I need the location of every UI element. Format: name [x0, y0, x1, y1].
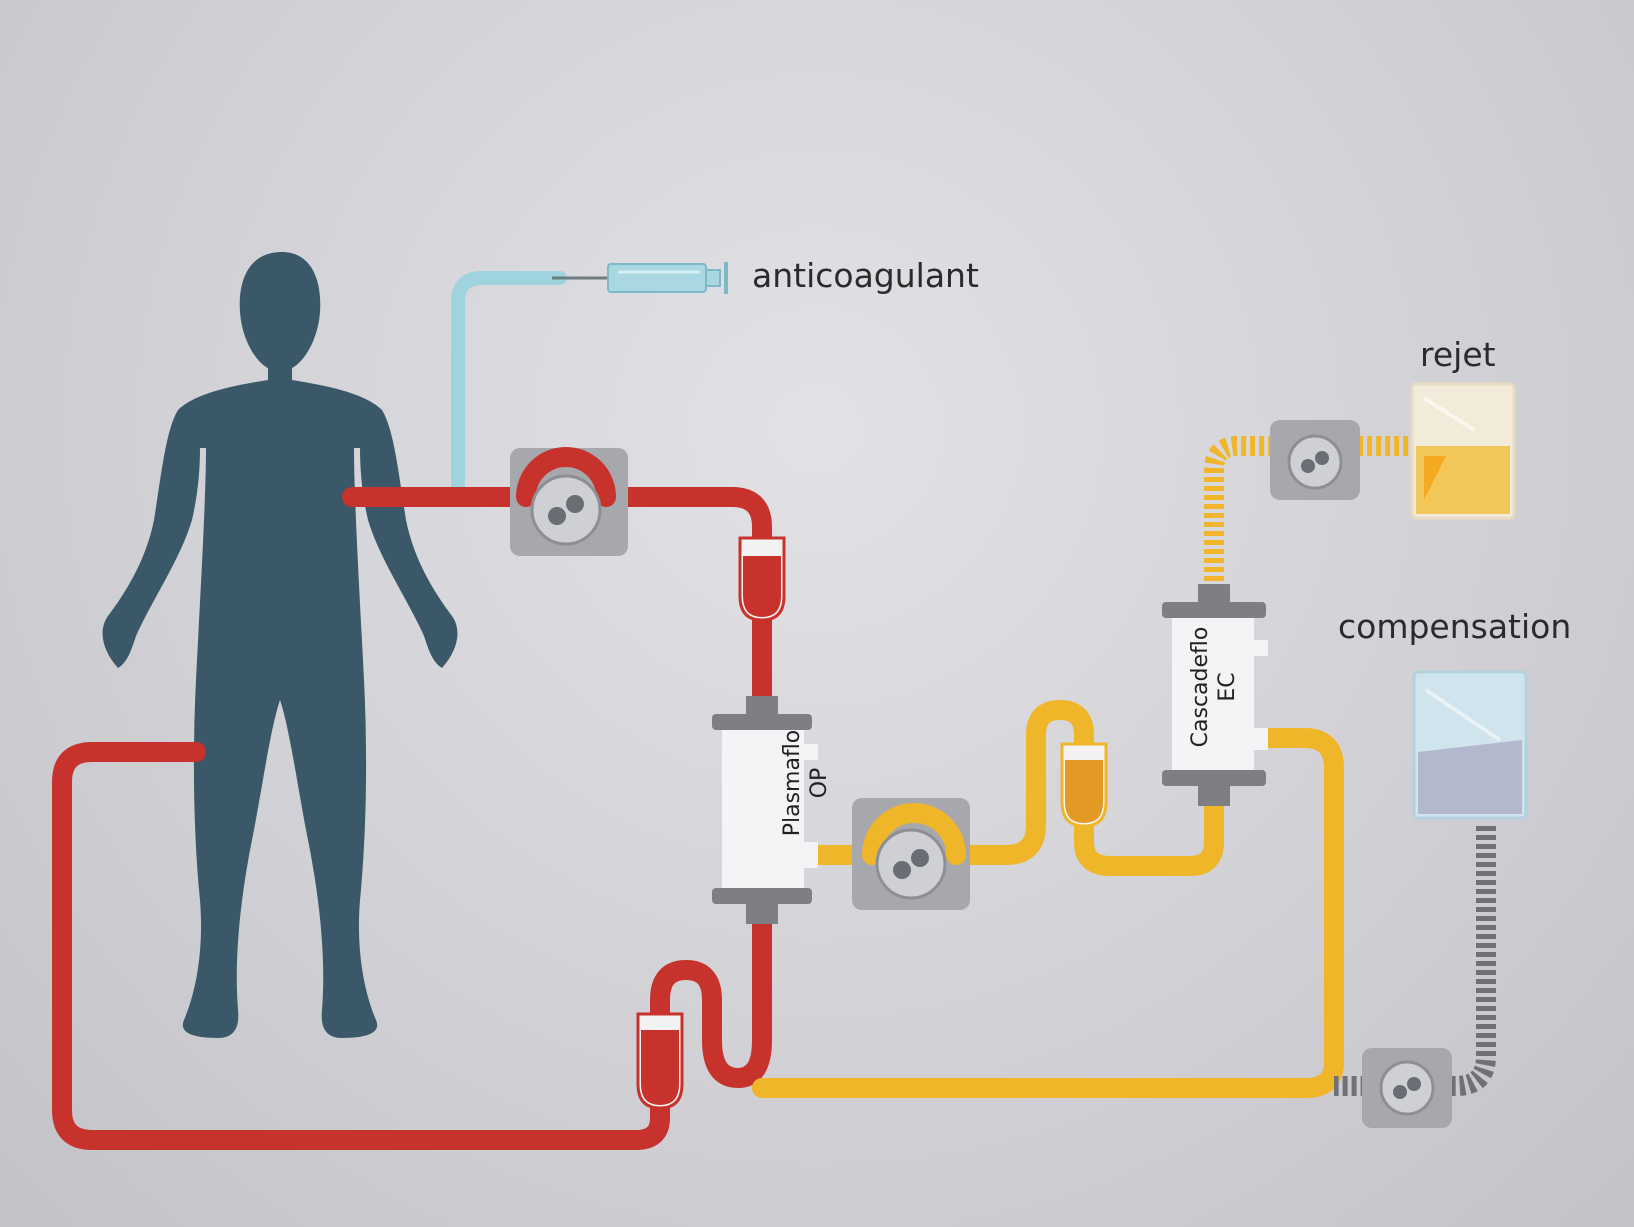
blood-pump — [510, 447, 628, 556]
cascadeflo-filter-label: Cascadeflo EC — [1187, 597, 1241, 777]
cascadeflo-filter — [1162, 584, 1268, 806]
compensation-label: compensation — [1338, 607, 1572, 646]
syringe-icon — [607, 262, 728, 294]
rejet-label: rejet — [1420, 335, 1496, 374]
blood-drip-chamber-top — [738, 536, 786, 622]
plasma-line — [752, 700, 1344, 1098]
compensation-pump — [1362, 1048, 1452, 1128]
human-figure — [102, 252, 458, 1038]
plasma-pump — [852, 798, 970, 910]
compensation-line — [1334, 826, 1496, 1096]
plasmaflo-filter-label: Plasmaflo OP — [779, 693, 833, 873]
waste-pump — [1270, 420, 1360, 500]
waste-line — [1204, 436, 1410, 590]
rejet-bag-icon — [1410, 382, 1516, 520]
cascadeflo-filter-model: EC — [1215, 672, 1240, 702]
blood-line — [52, 487, 772, 1150]
blood-drip-chamber-bottom — [636, 1012, 684, 1110]
cascadeflo-filter-name: Cascadeflo — [1188, 626, 1213, 748]
plasma-drip-chamber — [1060, 742, 1108, 828]
compensation-bag-icon — [1412, 670, 1528, 820]
plasmaflo-filter-model: OP — [807, 767, 832, 799]
plasmaflo-filter-name: Plasmaflo — [780, 729, 805, 837]
plasmaflo-filter — [712, 696, 818, 924]
anticoagulant-label: anticoagulant — [752, 256, 979, 295]
anticoagulant-line — [451, 271, 610, 495]
